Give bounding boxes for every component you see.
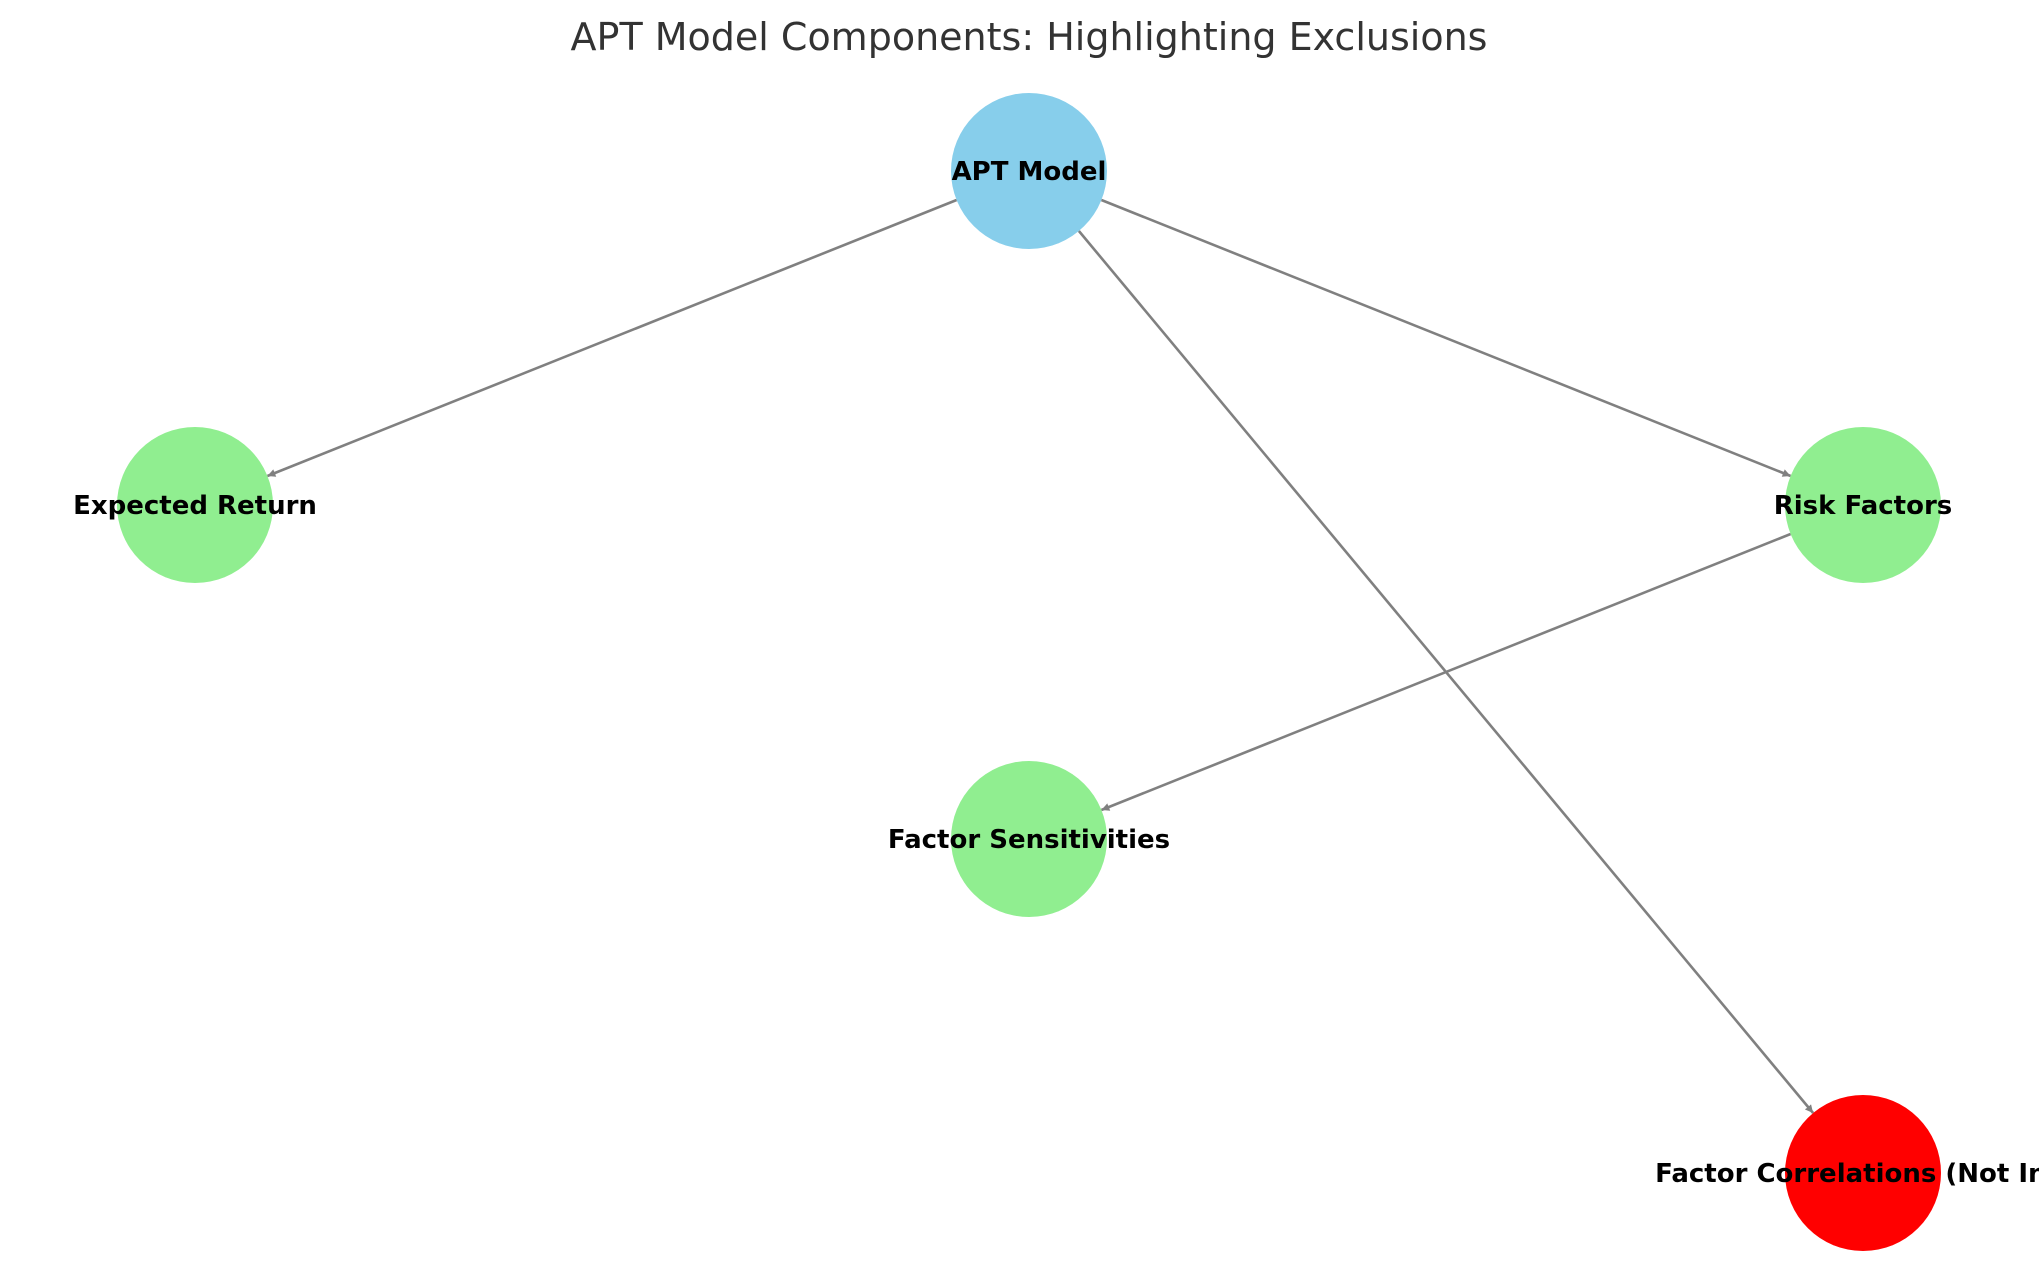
node-correlations-label: Factor Correlations (Not Incl: [1655, 1159, 2039, 1189]
node-sensitivities-label: Factor Sensitivities: [888, 825, 1170, 855]
node-risk: Risk Factors: [1774, 427, 1953, 583]
node-expected: Expected Return: [73, 427, 317, 583]
node-apt: APT Model: [951, 93, 1107, 249]
edge-apt-to-expected: [266, 198, 958, 478]
edge-apt-to-risk: [1100, 198, 1792, 478]
diagram-title: APT Model Components: Highlighting Exclu…: [571, 15, 1488, 59]
node-apt-label: APT Model: [952, 157, 1107, 187]
edge-risk-to-sensitivities: [1100, 532, 1792, 812]
node-correlations: Factor Correlations (Not Incl: [1655, 1095, 2039, 1251]
node-sensitivities-circle: [951, 761, 1107, 917]
node-expected-label: Expected Return: [73, 491, 317, 521]
node-risk-circle: [1785, 427, 1941, 583]
node-risk-label: Risk Factors: [1774, 491, 1953, 521]
edges-layer: [266, 198, 1815, 1114]
node-expected-circle: [117, 427, 273, 583]
node-apt-circle: [951, 93, 1107, 249]
node-sensitivities: Factor Sensitivities: [888, 761, 1170, 917]
node-correlations-circle: [1785, 1095, 1941, 1251]
